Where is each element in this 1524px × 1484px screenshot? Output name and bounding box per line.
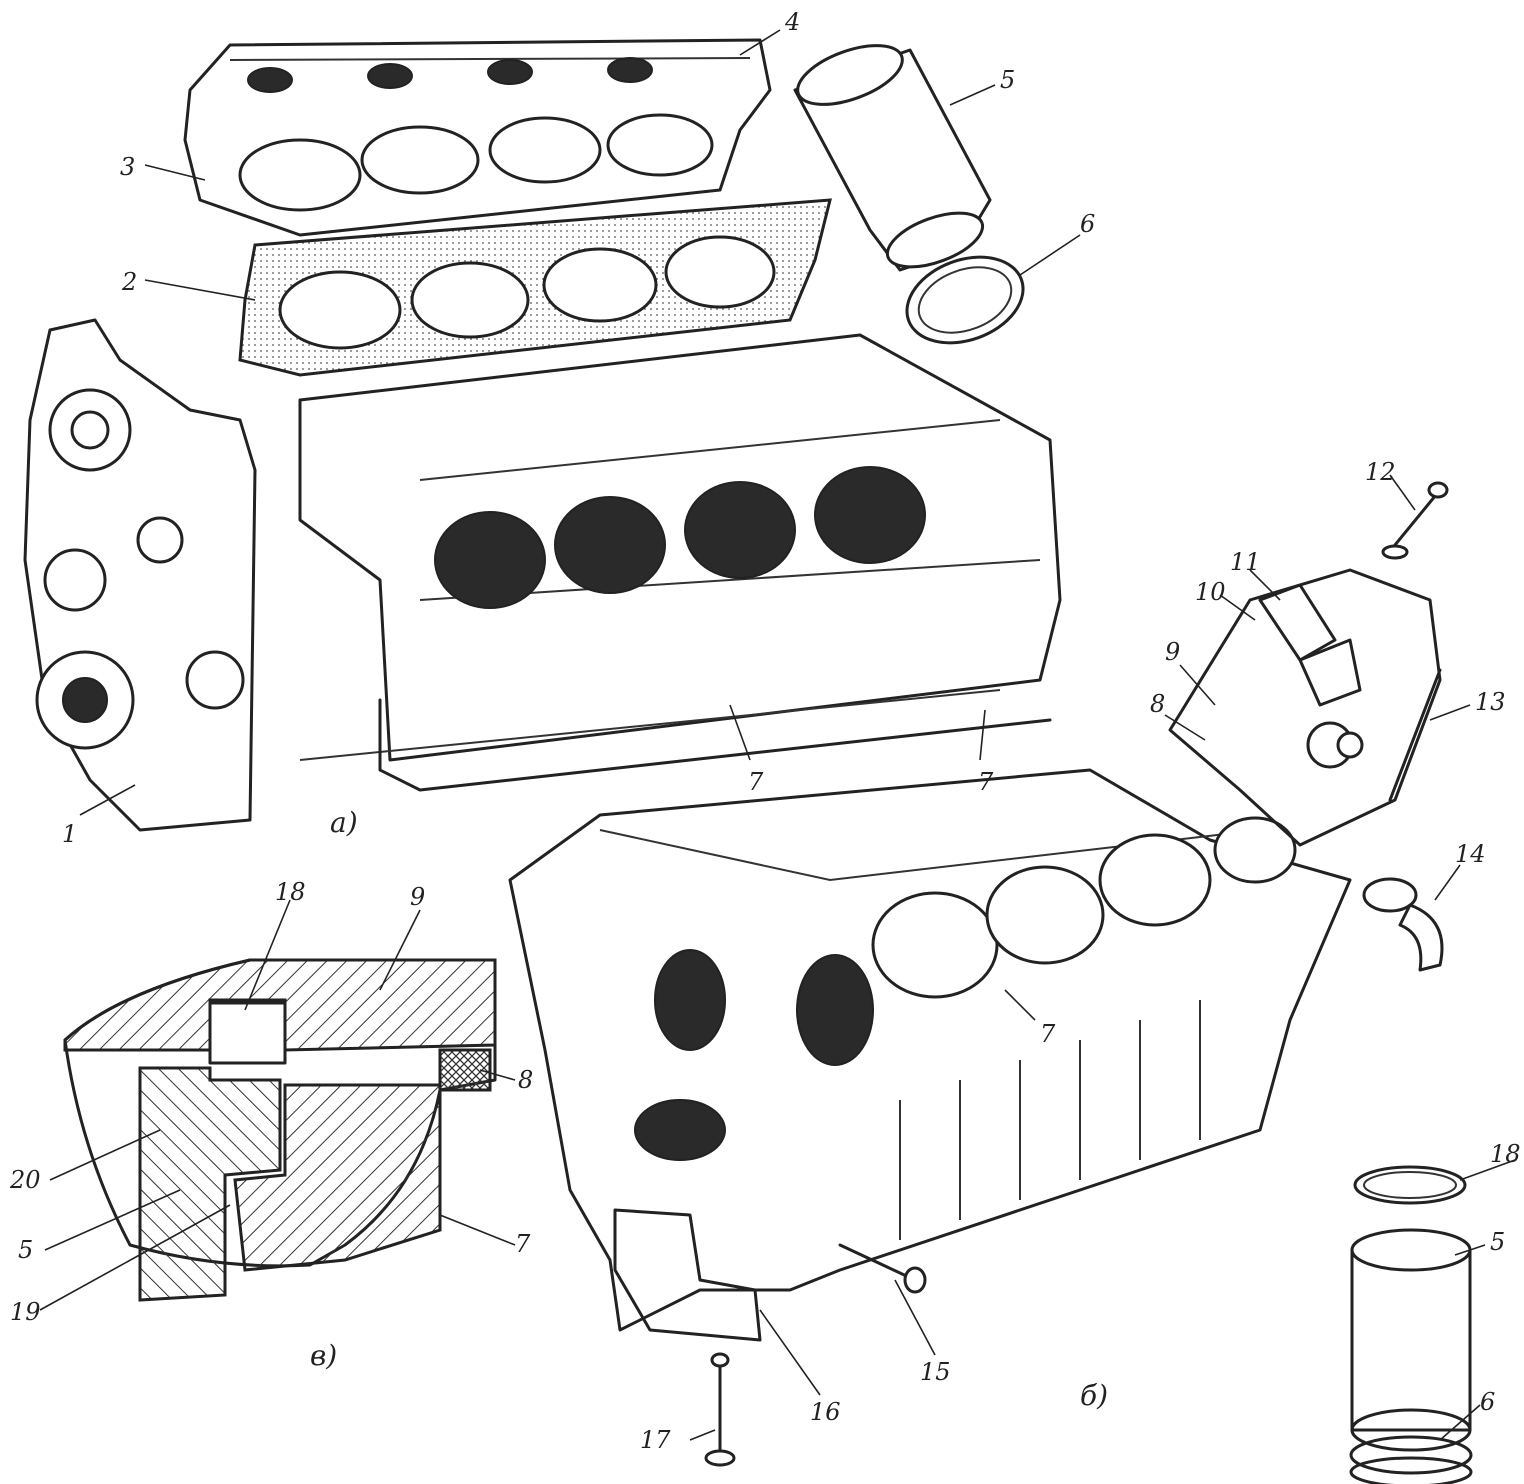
- bolt-17: [704, 1352, 736, 1467]
- upper-crankcase: [298, 333, 1062, 792]
- cylinder-head: [183, 38, 772, 237]
- callout-7a: 7: [748, 768, 764, 796]
- front-timing-cover: [23, 318, 257, 832]
- callout-6-right: 6: [1480, 1388, 1495, 1416]
- callout-17: 17: [640, 1426, 671, 1454]
- bolt-12: [1381, 481, 1449, 560]
- liner-seal-ring: [905, 255, 1025, 345]
- callout-3: 3: [120, 153, 135, 181]
- bolt-15: [838, 1243, 927, 1294]
- callout-10: 10: [1195, 578, 1226, 606]
- callout-9: 9: [1165, 638, 1180, 666]
- liner-seal-section: [63, 958, 497, 1302]
- cylinder-block-lower: [508, 768, 1352, 1332]
- callout-4: 4: [784, 8, 800, 36]
- liner-assembly-right: [1349, 1165, 1473, 1484]
- callout-19-section: 19: [10, 1298, 41, 1326]
- callout-6: 6: [1080, 210, 1095, 238]
- callout-7-section: 7: [515, 1230, 531, 1258]
- bearing-cap: [613, 1208, 762, 1342]
- callout-15: 15: [920, 1358, 951, 1386]
- callout-5-section: 5: [18, 1236, 33, 1264]
- callout-18-right: 18: [1490, 1140, 1521, 1168]
- callout-8: 8: [1150, 690, 1165, 718]
- callout-2: 2: [121, 268, 137, 296]
- head-gasket: [238, 198, 832, 377]
- callout-20-section: 20: [9, 1166, 41, 1194]
- callout-9-section: 9: [410, 883, 425, 911]
- callout-13: 13: [1475, 688, 1506, 716]
- callout-8-section: 8: [518, 1066, 533, 1094]
- callout-16: 16: [810, 1398, 841, 1426]
- cylinder-liner-top: [793, 44, 992, 272]
- callout-11: 11: [1230, 548, 1261, 576]
- callout-18-section: 18: [275, 878, 306, 906]
- callout-7b: 7: [978, 768, 994, 796]
- callout-1: 1: [62, 820, 77, 848]
- subfigure-labels: а) б) в): [310, 806, 1108, 1412]
- leader-lines: [39, 29, 1516, 1441]
- subfigure-label-a: а): [330, 806, 358, 839]
- rear-cover-housing: [1168, 568, 1442, 847]
- subfigure-label-b: б): [1080, 1379, 1108, 1412]
- subfigure-label-v: в): [310, 1339, 337, 1372]
- stud-13: [1388, 668, 1442, 802]
- callout-14: 14: [1455, 840, 1486, 868]
- callout-7c: 7: [1040, 1020, 1056, 1048]
- elbow-fitting: [1362, 877, 1444, 972]
- callout-5: 5: [1000, 66, 1015, 94]
- callout-5-right: 5: [1490, 1228, 1505, 1256]
- callout-12: 12: [1365, 458, 1396, 486]
- callout-numbers: 1 2 3 4 5 6 7 7 7 8 9 10 11 12 13 14 15 …: [9, 8, 1521, 1454]
